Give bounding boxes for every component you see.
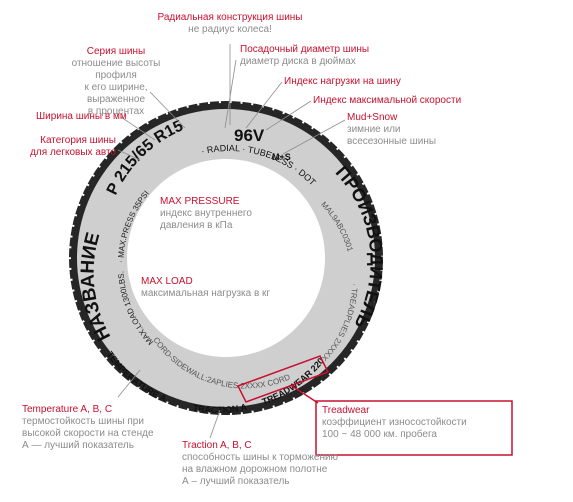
tread-grooves: [65, 97, 387, 419]
mud-snow-annotation: Mud+Snow зимние или всесезонные шины: [347, 112, 457, 148]
series-desc-1: отношение высоты профиля: [71, 58, 161, 81]
radial-title: Радиальная конструкция шины: [157, 12, 303, 23]
max-pressure-annotation: MAX PRESSURE индекс внутреннего давления…: [160, 196, 280, 232]
rim-annotation: Посадочный диаметр шины диаметр диска в …: [240, 44, 380, 68]
width-pointer: [120, 116, 156, 141]
speed-index-title: Индекс максимальной скорости: [313, 95, 462, 106]
rim-title: Посадочный диаметр шины: [240, 44, 370, 55]
category-title-2: для легковых авто: [30, 147, 116, 158]
treadwear-title: Treadwear: [322, 405, 370, 416]
max-pressure-desc-1: индекс внутреннего: [160, 208, 252, 219]
load-speed-text: 96V: [234, 126, 265, 145]
series-desc-2: к его ширине, выраженное: [84, 82, 148, 105]
treadwear-connector: [291, 385, 319, 404]
max-pressure-title: MAX PRESSURE: [160, 196, 240, 207]
temperature-pointer: [117, 369, 141, 398]
max-load-desc: максимальная нагрузка в кг: [141, 288, 271, 299]
series-desc-3: в процентах: [87, 106, 145, 117]
traction-desc-1: способность шины к торможению: [182, 452, 339, 463]
mud-snow-text: M+S: [272, 152, 291, 162]
pointer-lines: [117, 44, 346, 439]
traction-pointer: [209, 409, 221, 439]
traction-desc-3: А – лучший показатель: [182, 476, 290, 487]
mud-snow-desc-1: зимние или: [347, 124, 401, 135]
max-load-annotation: MAX LOAD максимальная нагрузка в кг: [141, 276, 281, 300]
max-load-title: MAX LOAD: [141, 276, 193, 287]
mud-snow-pointer: [282, 119, 346, 155]
rim-pointer: [224, 59, 237, 129]
treadwear-annotation: Treadwear коэффициент износостойкости 10…: [322, 405, 508, 441]
mud-snow-title: Mud+Snow: [347, 112, 398, 123]
temperature-desc-3: А — лучший показатель: [22, 440, 134, 451]
mud-snow-desc-2: всесезонные шины: [347, 136, 437, 147]
max-pressure-desc-2: давления в кПа: [160, 220, 233, 231]
treadwear-desc-2: 100 ~ 48 000 км. пробега: [322, 429, 437, 440]
treadwear-callout-box: [315, 400, 513, 456]
series-annotation: Серия шины отношение высоты профиля к ег…: [56, 46, 176, 118]
treadwear-highlight-box: [236, 355, 330, 403]
traction-title: Traction A, B, C: [182, 440, 252, 451]
radial-annotation: Радиальная конструкция шины не радиус ко…: [140, 12, 320, 36]
treadwear-highlight: [236, 355, 513, 456]
temperature-desc-1: термостойкость шины при: [22, 416, 144, 427]
category-pointer: [117, 149, 141, 161]
temperature-title: Temperature A, B, C: [22, 404, 113, 415]
width-title: Ширина шины в мм: [36, 111, 127, 122]
category-annotation: Категория шины для легковых авто: [10, 135, 116, 159]
treadwear-desc-1: коэффициент износостойкости: [322, 417, 467, 428]
traction-annotation: Traction A, B, C способность шины к торм…: [182, 440, 352, 488]
speed-index-pointer: [265, 100, 312, 131]
series-title: Серия шины: [86, 46, 146, 57]
category-title-1: Категория шины: [40, 135, 116, 146]
rim-hole: [127, 159, 325, 357]
temperature-desc-2: высокой скорости на стенде: [22, 428, 154, 439]
temperature-annotation: Temperature A, B, C термостойкость шины …: [22, 404, 162, 452]
rim-desc: диаметр диска в дюймах: [240, 56, 356, 67]
load-index-title: Индекс нагрузки на шину: [284, 76, 401, 87]
traction-desc-2: на влажном дорожном полотне: [182, 464, 328, 475]
load-index-pointer: [245, 81, 283, 129]
series-pointer: [149, 91, 186, 129]
radial-desc: не радиус колеса!: [188, 24, 272, 35]
traction-grade-text: TRACTION A: [192, 402, 248, 415]
